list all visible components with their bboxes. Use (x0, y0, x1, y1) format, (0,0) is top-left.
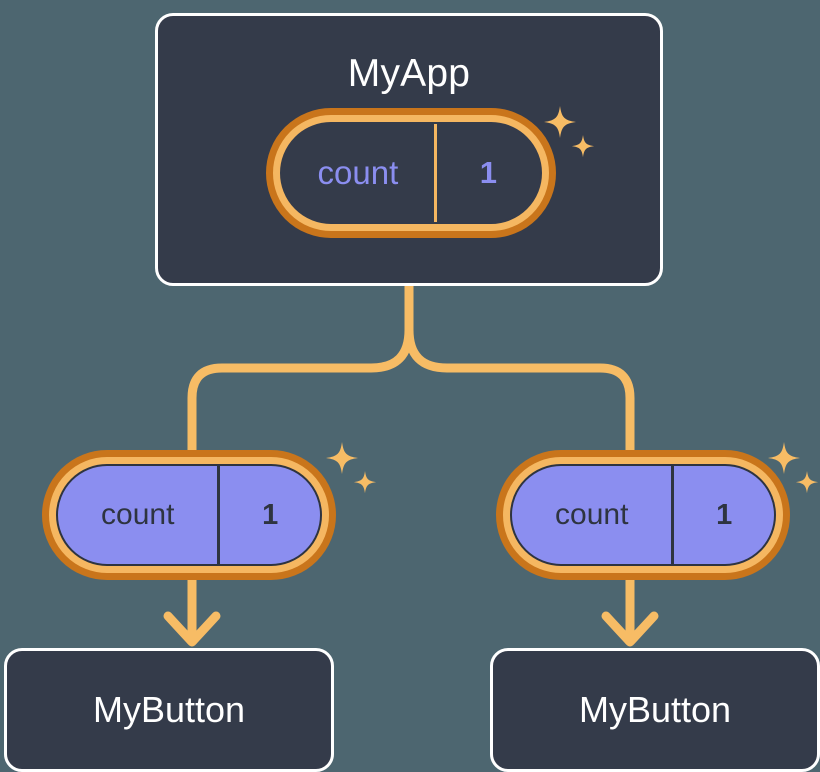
state-pill-myapp[interactable]: count 1 (266, 108, 556, 238)
mybutton-label: MyButton (92, 689, 246, 730)
state-key-label: count (58, 466, 221, 564)
state-pill-inner: count 1 (56, 464, 322, 566)
arrow-down-icon (601, 611, 659, 647)
mybutton-label: MyButton (578, 689, 732, 730)
state-value-label: 1 (262, 498, 279, 531)
branch-connector (404, 329, 635, 450)
branch-connector (187, 329, 414, 450)
state-pill-inner: count 1 (280, 122, 542, 224)
mybutton-card-left[interactable]: MyButton (4, 648, 334, 772)
state-value-label: 1 (479, 155, 498, 190)
state-pill-inner: count 1 (510, 464, 776, 566)
state-pill-child-left[interactable]: count 1 (42, 450, 336, 580)
state-key-label: count (282, 124, 437, 222)
state-pill-child-right[interactable]: count 1 (496, 450, 790, 580)
myapp-title: MyApp (347, 52, 471, 95)
state-key-label: count (512, 466, 675, 564)
arrow-down-icon (163, 611, 221, 647)
state-value-label: 1 (716, 498, 733, 531)
mybutton-card-right[interactable]: MyButton (490, 648, 820, 772)
